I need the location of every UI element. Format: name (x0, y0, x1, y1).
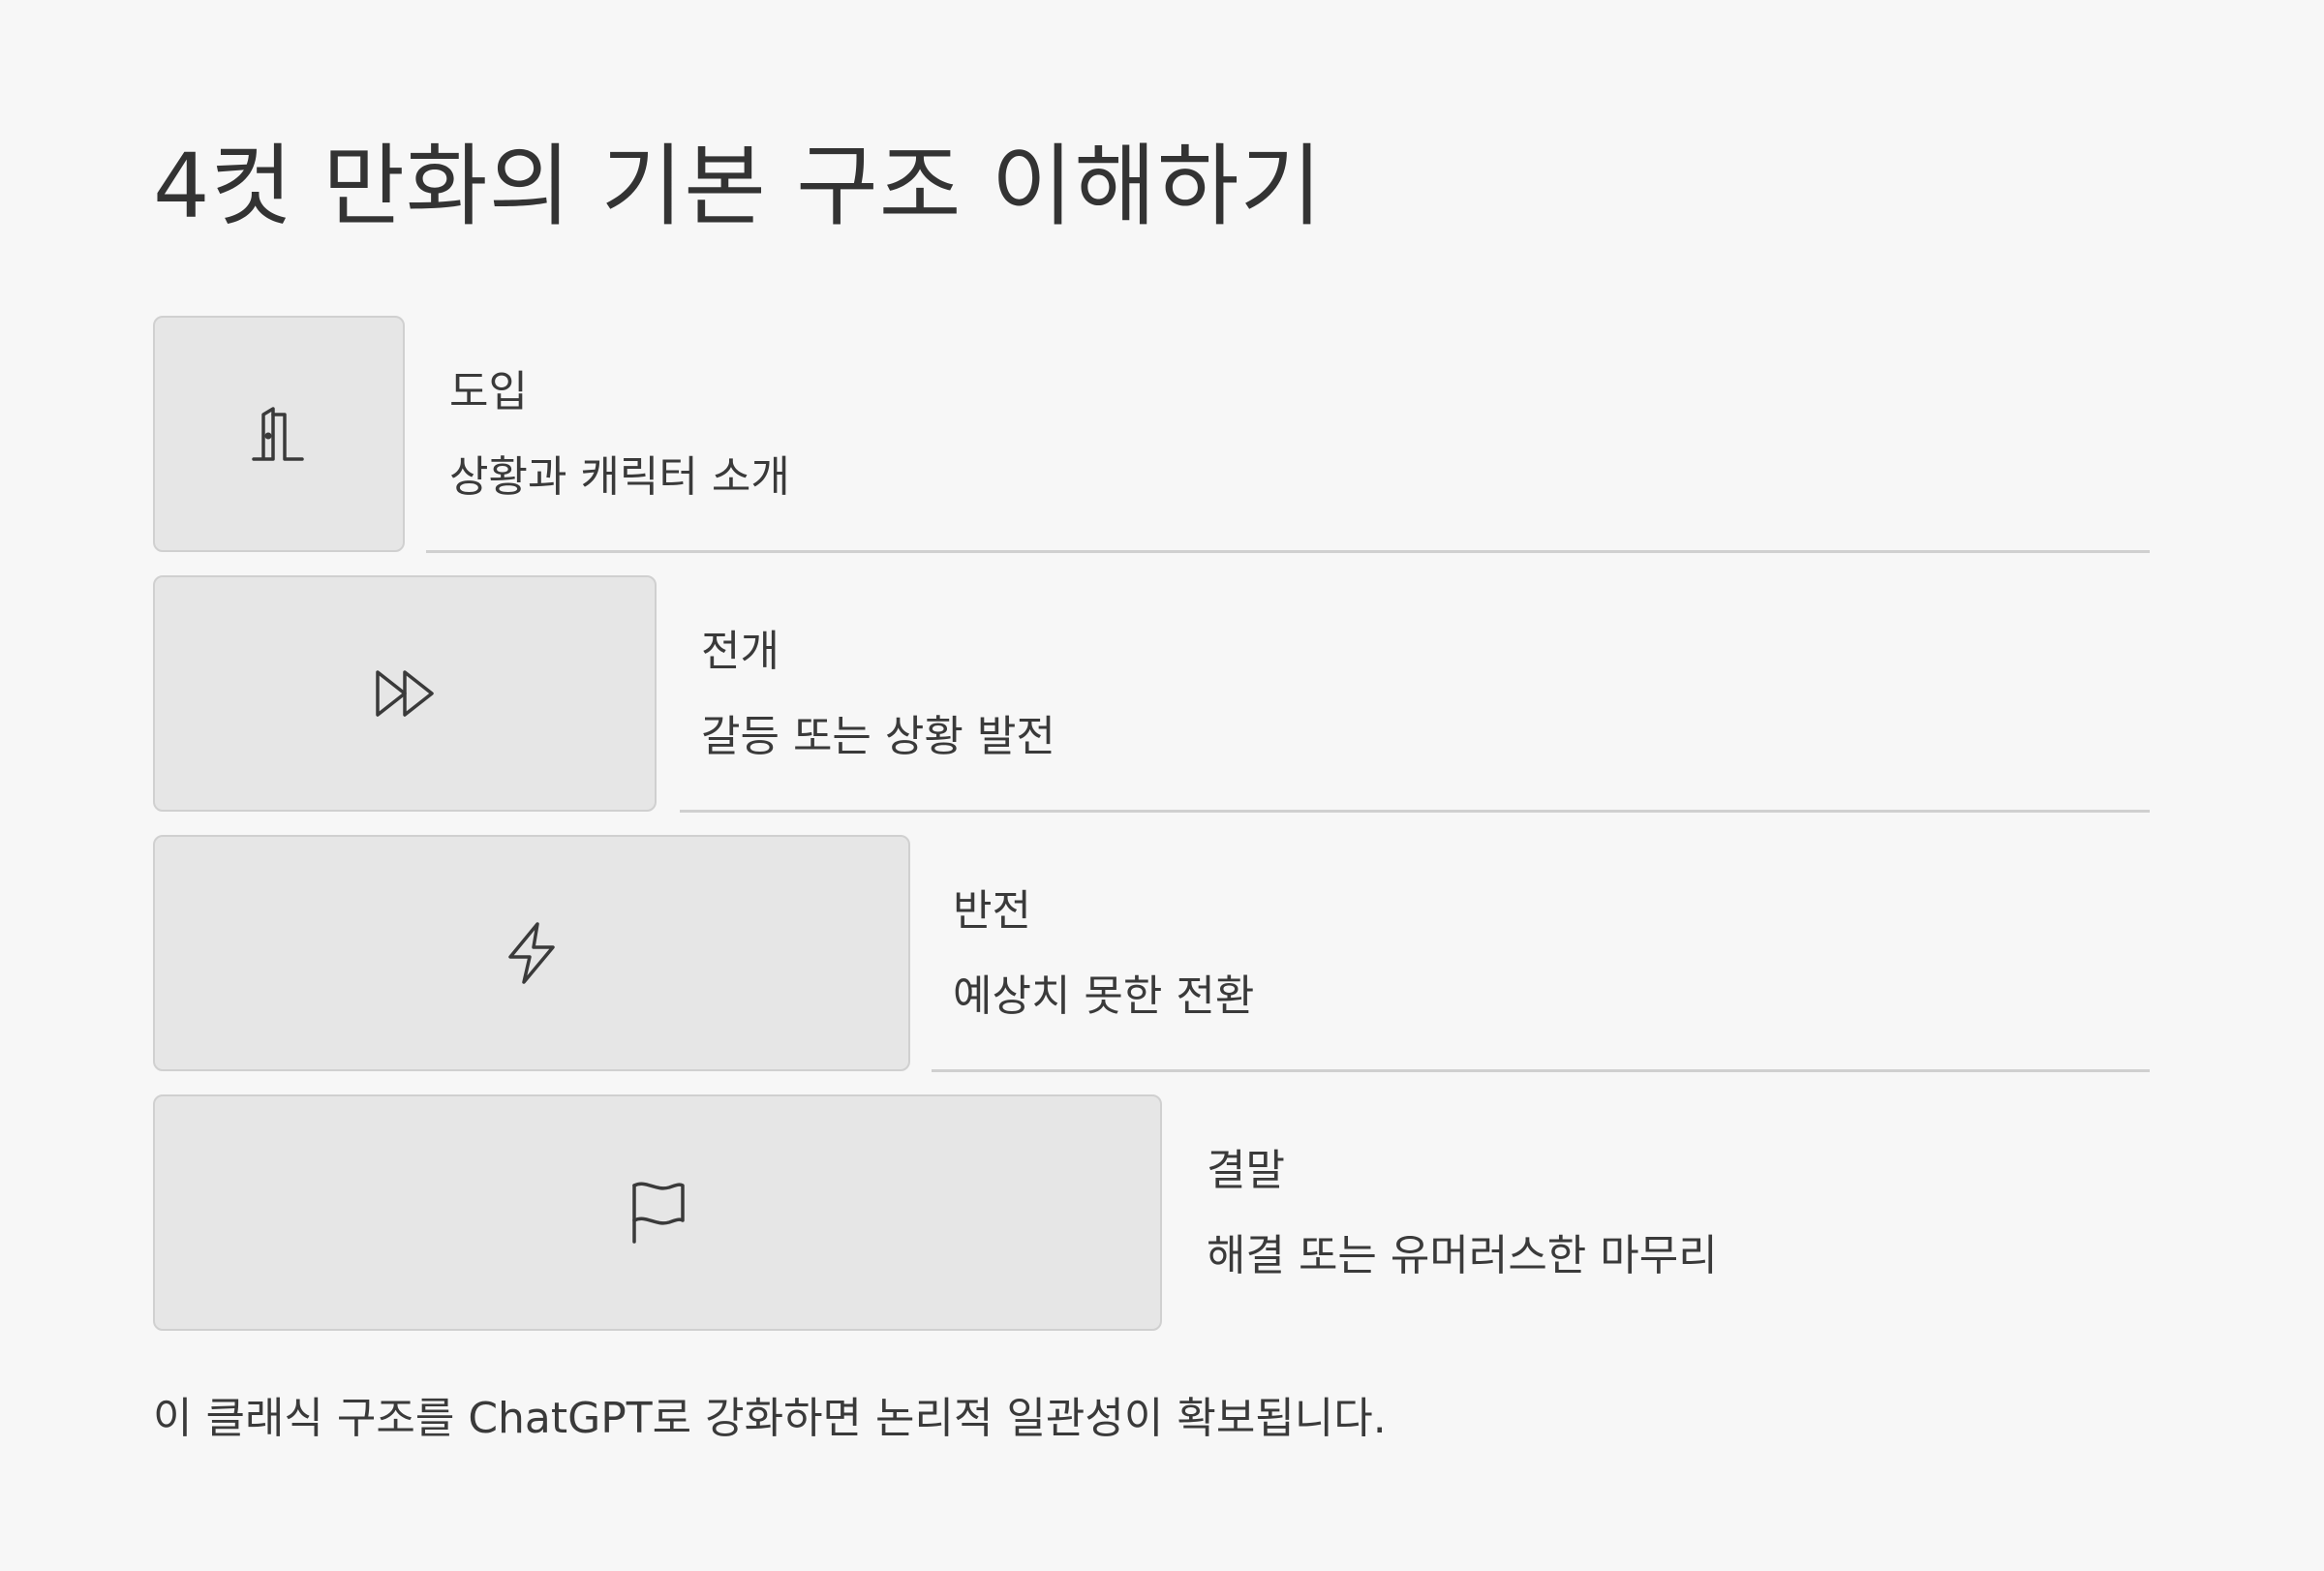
step-box (153, 316, 405, 552)
step-description: 갈등 또는 상황 발전 (701, 712, 1055, 761)
step-label: 결말 (1207, 1146, 1285, 1195)
step-description: 예상치 못한 전환 (953, 971, 1255, 1021)
step-development: 전개 갈등 또는 상황 발전 (153, 575, 2150, 816)
step-box (153, 1094, 1162, 1331)
lightning-icon (497, 918, 566, 988)
step-twist: 반전 예상치 못한 전환 (153, 835, 2150, 1075)
flag-icon (623, 1178, 692, 1248)
step-label: 전개 (701, 627, 780, 676)
step-label: 반전 (953, 886, 1031, 936)
page-title: 4컷 만화의 기본 구조 이해하기 (153, 135, 1324, 238)
step-description: 해결 또는 유머러스한 마무리 (1207, 1231, 1718, 1280)
footer-note: 이 클래식 구조를 ChatGPT로 강화하면 논리적 일관성이 확보됩니다. (153, 1394, 1387, 1443)
divider (680, 810, 2150, 813)
step-label: 도입 (449, 367, 528, 416)
step-intro: 도입 상황과 캐릭터 소개 (153, 316, 2150, 556)
divider (426, 550, 2150, 553)
step-conclusion: 결말 해결 또는 유머러스한 마무리 (153, 1094, 2150, 1335)
step-description: 상황과 캐릭터 소개 (449, 452, 790, 502)
fast-forward-icon (370, 659, 440, 728)
door-icon (244, 399, 314, 469)
divider (932, 1069, 2150, 1072)
step-box (153, 575, 657, 812)
step-box (153, 835, 910, 1071)
